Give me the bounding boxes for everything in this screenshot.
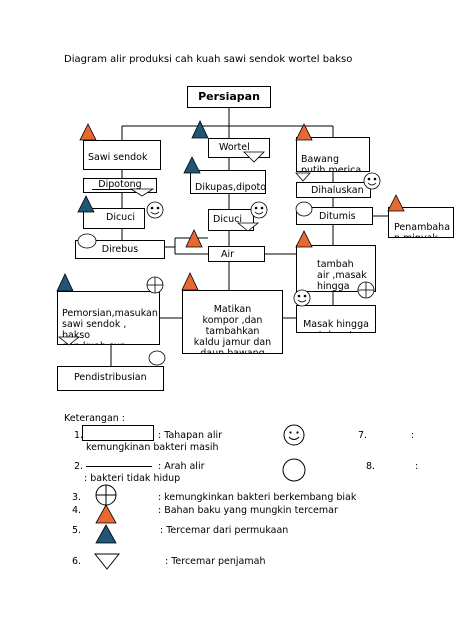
node-ditumis: Ditumis [296, 207, 373, 225]
down-triangle-icon [243, 151, 265, 163]
node-bawang: Bawang putih,merica [296, 137, 370, 172]
legend-4-number: 4. [72, 505, 82, 516]
legend-7-number: 7. [358, 430, 368, 441]
node-matikan-label: Matikan kompor ,dan tambahkan kaldu jamu… [193, 304, 272, 354]
smiley-icon [293, 289, 311, 307]
legend-8-colon: : [415, 461, 419, 472]
node-direbus-label: Direbus [101, 244, 139, 255]
node-pendistribusian-label: Pendistribusian [74, 372, 147, 383]
legend-box-icon [82, 425, 154, 441]
smiley-icon [146, 201, 164, 219]
node-dikupas-dipotong: Dikupas,dipoto ng [190, 170, 266, 194]
node-sawi-label: Sawi sendok bakso [88, 152, 148, 163]
legend-heading: Keterangan : [64, 413, 126, 424]
node-masak-hingga: Masak hingga wortel matang [296, 305, 376, 333]
legend-arrow-line-icon [86, 466, 152, 467]
legend-6-number: 6. [72, 556, 82, 567]
node-sawi-sendok-bakso: Sawi sendok bakso [83, 140, 161, 170]
node-tambah-air-label: tambah air ,masak hingga mendidih,masu [317, 259, 367, 292]
teal-triangle-icon [77, 195, 95, 213]
legend-5-text: : Tercemar dari permukaan [160, 525, 289, 536]
node-air-label: Air [221, 249, 235, 260]
smiley-icon [283, 424, 305, 446]
smiley-icon [250, 201, 268, 219]
circle-cross-icon [357, 281, 375, 299]
down-triangle-icon [129, 188, 155, 197]
node-pendistribusian: Pendistribusian [57, 366, 164, 391]
legend-1-number: 1. [74, 430, 84, 441]
circle-icon [77, 233, 97, 249]
circle-icon [148, 350, 166, 366]
orange-triangle-icon [295, 230, 313, 248]
circle-icon [282, 458, 306, 482]
node-air: Air [208, 246, 265, 262]
node-dicuci-mid-label: Dicuci [213, 214, 243, 225]
orange-triangle-icon [387, 194, 405, 212]
diagram-title: Diagram alir produksi cah kuah sawi send… [64, 54, 353, 65]
legend-6-text: : Tercemar penjamah [165, 556, 266, 567]
legend-7-colon: : [411, 430, 415, 441]
node-persiapan: Persiapan [187, 86, 271, 108]
down-triangle-icon [94, 553, 120, 570]
node-penambahan-label: Penambaha n minyak [394, 222, 451, 237]
orange-triangle-icon [185, 229, 203, 248]
node-direbus: Direbus [75, 240, 165, 259]
legend-2-text: : Arah alir [158, 461, 205, 472]
node-masak-label: Masak hingga wortel matang [301, 319, 370, 332]
node-dipotong-label: Dipotong [98, 179, 142, 190]
node-dikupas-label: Dikupas,dipoto ng [195, 182, 266, 194]
teal-triangle-icon [191, 120, 209, 139]
smiley-icon [363, 172, 381, 190]
legend-5-number: 5. [72, 525, 82, 536]
circle-cross-icon [95, 484, 117, 506]
node-penambahan-minyak: Penambaha n minyak [388, 207, 454, 238]
node-dihaluskan-label: Dihaluskan [311, 185, 364, 196]
down-triangle-icon [236, 222, 260, 232]
teal-triangle-icon [183, 156, 201, 174]
down-triangle-icon [295, 172, 311, 182]
node-wortel-label: Wortel [219, 142, 250, 153]
node-persiapan-label: Persiapan [198, 90, 260, 103]
legend-3-number: 3. [72, 492, 82, 503]
node-ditumis-label: Ditumis [319, 211, 356, 222]
node-matikan-kompor: Matikan kompor ,dan tambahkan kaldu jamu… [182, 290, 283, 354]
teal-triangle-icon [56, 273, 74, 292]
node-dihaluskan: Dihaluskan [296, 182, 371, 198]
node-tambah-air: tambah air ,masak hingga mendidih,masu [296, 245, 376, 292]
underline-dipotong [92, 189, 152, 190]
legend-2-number: 2. [74, 461, 84, 472]
legend-1-text-b: kemungkinan bakteri masih [86, 442, 219, 453]
circle-cross-icon [146, 276, 164, 294]
legend-3-text: : kemungkinkan bakteri berkembang biak [158, 492, 357, 503]
orange-triangle-icon [295, 123, 313, 141]
node-pemorsian: Pemorsian,masukan sawi sendok , bakso da… [57, 291, 160, 345]
circle-icon [295, 201, 313, 217]
legend-2-text-b: : bakteri tidak hidup [84, 473, 181, 484]
legend-8-number: 8. [366, 461, 376, 472]
down-triangle-icon [57, 336, 81, 346]
node-dicuci-left-label: Dicuci [106, 212, 136, 223]
node-bawang-label: Bawang putih,merica [301, 154, 362, 172]
orange-triangle-icon [181, 272, 199, 291]
orange-triangle-icon [95, 504, 117, 524]
legend-4-text: : Bahan baku yang mungkin tercemar [158, 505, 338, 516]
node-dicuci-left: Dicuci [83, 208, 145, 229]
orange-triangle-icon [79, 123, 97, 141]
legend-1-text: : Tahapan alir [158, 430, 223, 441]
teal-triangle-icon [95, 524, 117, 544]
